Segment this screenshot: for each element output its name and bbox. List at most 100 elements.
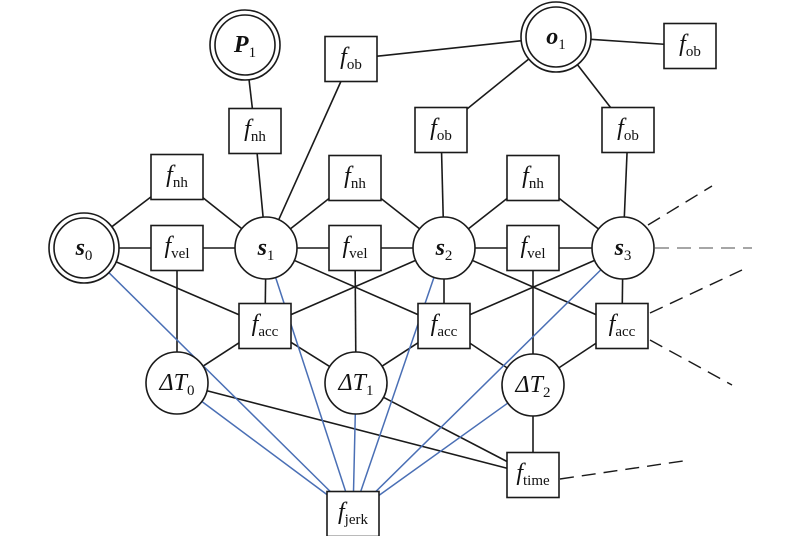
factor-label-fnh_P1: fnh xyxy=(244,116,266,145)
variable-label-s2: s2 xyxy=(435,235,453,264)
jerk-edge-s0 xyxy=(105,269,331,493)
factor-box xyxy=(414,106,468,154)
variable-node-s3: s3 xyxy=(591,216,655,280)
factor-node-fnh_23: fnh xyxy=(506,154,560,202)
factor-node-facc_0: facc xyxy=(238,302,292,350)
factor-node-fjerk: fjerk xyxy=(326,490,380,536)
edge-fob_2-s2 xyxy=(440,152,445,218)
variable-node-dT0: ΔT0 xyxy=(145,351,209,415)
edge-fnh_01-s1 xyxy=(202,197,243,230)
factor-label-fvel_01: fvel xyxy=(165,233,190,262)
factor-box xyxy=(326,490,380,536)
factor-node-fvel_23: fvel xyxy=(506,224,560,272)
jerk-edge-dT1 xyxy=(352,413,357,492)
variable-circle xyxy=(591,216,655,280)
factor-node-fvel_12: fvel xyxy=(328,224,382,272)
factor-box xyxy=(238,302,292,350)
edge-s0-fnh_01 xyxy=(108,196,152,230)
factor-node-fnh_P1: fnh xyxy=(228,107,282,155)
variable-node-o1: o1 xyxy=(520,1,592,73)
factor-label-fnh_01: fnh xyxy=(166,162,188,191)
factor-box xyxy=(150,153,204,201)
factor-label-facc_2: facc xyxy=(609,311,636,340)
edge-fvel_12-dT1 xyxy=(354,270,357,353)
edge-dT0-ftime xyxy=(206,389,508,470)
edge-s1-fob_1 xyxy=(277,81,342,221)
factor-box xyxy=(324,35,378,83)
variable-label-dT0: ΔT0 xyxy=(159,370,195,399)
factor-box xyxy=(506,154,560,202)
edges-layer xyxy=(105,38,752,496)
variable-label-o1: o1 xyxy=(546,24,566,53)
edge-s0-facc_0 xyxy=(112,259,240,316)
edge-fob_3-s3 xyxy=(623,152,628,218)
jerk-edge-dT0 xyxy=(201,400,328,496)
continuation-edge-s3-up xyxy=(647,185,713,226)
factor-node-fob_2: fob xyxy=(414,106,468,154)
factor-box xyxy=(150,224,204,272)
edge-s2-fnh_23 xyxy=(467,197,508,230)
factor-node-fob_1: fob xyxy=(324,35,378,83)
edge-s1-facc_1 xyxy=(294,259,419,316)
edge-s1-fnh_12 xyxy=(289,197,330,230)
edge-dT0-facc_0 xyxy=(202,342,240,367)
variable-node-s0: s0 xyxy=(48,212,120,284)
variable-node-P1: P1 xyxy=(209,9,281,81)
variable-label-P1: P1 xyxy=(233,32,256,61)
factor-node-fob_4: fob xyxy=(663,22,717,70)
variable-circle xyxy=(525,6,587,68)
factor-node-fnh_01: fnh xyxy=(150,153,204,201)
factor-box xyxy=(601,106,655,154)
edge-fnh_P1-s1 xyxy=(256,153,264,218)
continuation-edge-facc_2-down xyxy=(649,339,733,386)
edge-dT1-facc_0 xyxy=(290,341,331,368)
variable-node-s1: s1 xyxy=(234,216,298,280)
factor-label-fob_1: fob xyxy=(340,44,362,73)
factor-node-fnh_12: fnh xyxy=(328,154,382,202)
factor-label-fob_3: fob xyxy=(617,115,639,144)
factor-label-facc_1: facc xyxy=(431,311,458,340)
continuation-edge-facc_2-up xyxy=(649,269,743,314)
variable-label-dT2: ΔT2 xyxy=(515,372,551,401)
variable-circle xyxy=(234,216,298,280)
factor-label-facc_0: facc xyxy=(252,311,279,340)
variable-circle xyxy=(501,353,565,417)
factor-node-facc_1: facc xyxy=(417,302,471,350)
variable-circle xyxy=(324,351,388,415)
variable-node-s2: s2 xyxy=(412,216,476,280)
variable-circle xyxy=(145,351,209,415)
continuation-edge-ftime-right xyxy=(559,460,684,480)
factor-box xyxy=(328,154,382,202)
edge-fnh_12-s2 xyxy=(380,197,421,230)
factor-box xyxy=(506,224,560,272)
factor-node-facc_2: facc xyxy=(595,302,649,350)
factor-label-fob_2: fob xyxy=(430,115,452,144)
factor-node-ftime: ftime xyxy=(506,451,560,499)
edge-o1-fob_2 xyxy=(466,55,533,110)
factor-node-fvel_01: fvel xyxy=(150,224,204,272)
edge-dT2-facc_2 xyxy=(558,342,597,369)
factor-label-fnh_12: fnh xyxy=(344,163,366,192)
factor-label-ftime: ftime xyxy=(516,460,550,489)
variable-circle xyxy=(214,14,276,76)
factor-label-fob_4: fob xyxy=(679,31,701,60)
edge-o1-fob_3 xyxy=(574,61,612,108)
factor-label-fvel_12: fvel xyxy=(343,233,368,262)
variable-label-s1: s1 xyxy=(257,235,275,264)
factor-box xyxy=(595,302,649,350)
variable-circle xyxy=(53,217,115,279)
factor-label-fjerk: fjerk xyxy=(338,499,368,528)
variable-node-dT2: ΔT2 xyxy=(501,353,565,417)
factor-label-fnh_23: fnh xyxy=(522,163,544,192)
edge-s2-facc_2 xyxy=(472,259,597,316)
factor-box xyxy=(663,22,717,70)
variable-circle xyxy=(412,216,476,280)
variable-label-s0: s0 xyxy=(75,235,93,264)
jerk-edge-s3 xyxy=(375,269,602,493)
factor-box xyxy=(328,224,382,272)
variable-label-s3: s3 xyxy=(614,235,632,264)
edge-dT1-facc_1 xyxy=(381,342,419,367)
jerk-edge-dT2 xyxy=(378,402,509,496)
